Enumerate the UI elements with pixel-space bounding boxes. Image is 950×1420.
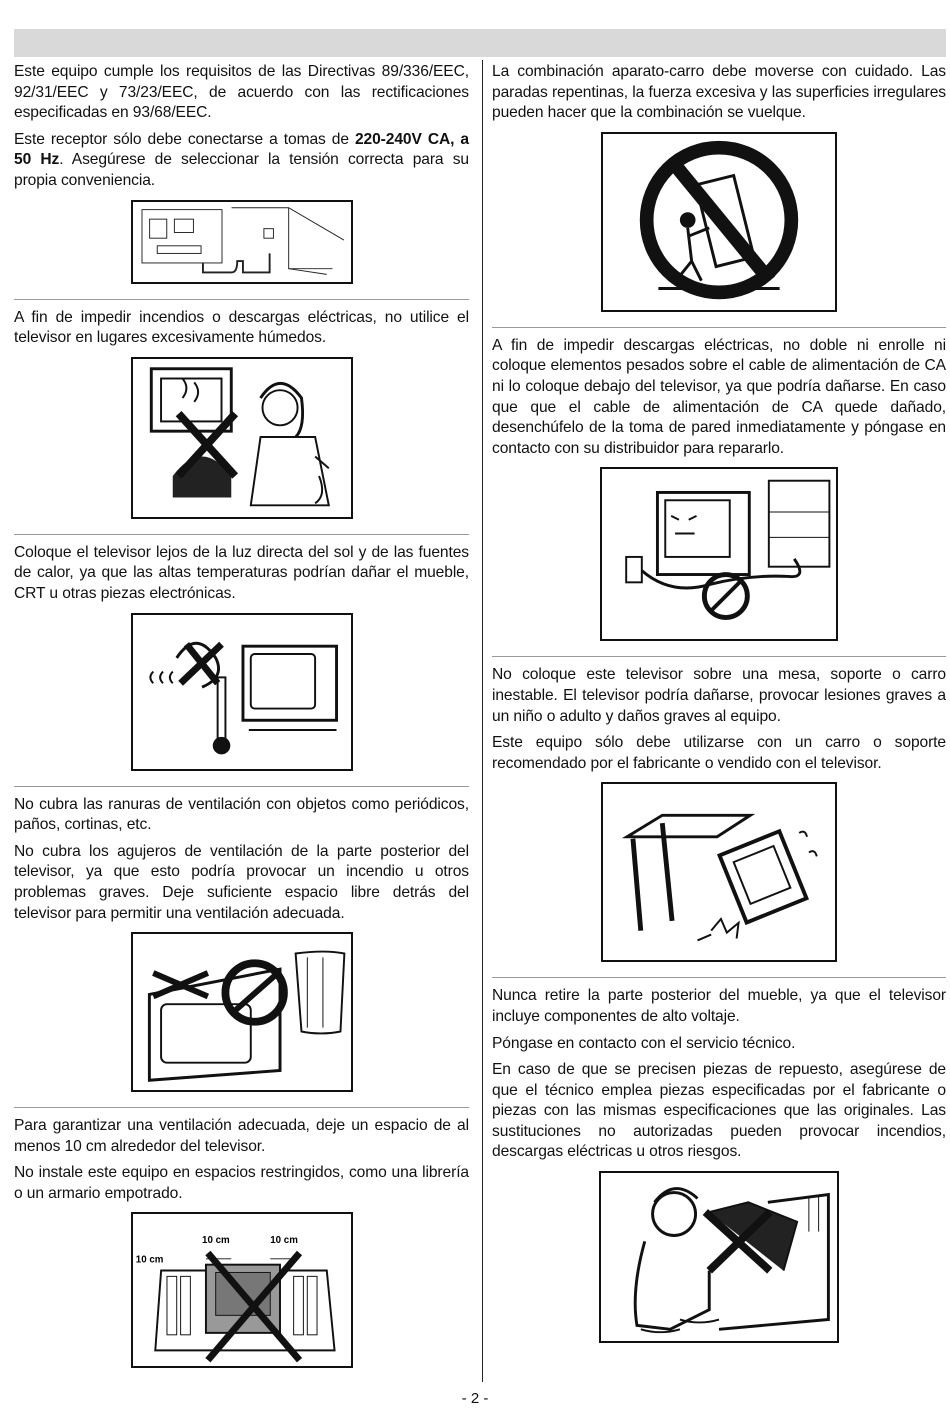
paragraph: No cubra los agujeros de ventilación de … [14,842,469,922]
ventilation-illustration [130,932,353,1093]
paragraph: Este equipo sólo debe utilizarse con un … [492,734,946,772]
unstable-table-drawing [621,814,818,942]
section-directives: Este equipo cumple los requisitos de las… [14,62,469,300]
page-number: - 2 - [461,1390,489,1407]
paragraph: A fin de impedir descargas eléctricas, n… [492,336,946,457]
paragraph: Este receptor sólo debe conectarse a tom… [14,130,469,189]
paragraph: En caso de que se precisen piezas de rep… [492,1061,946,1161]
ventilation-drawing [147,950,345,1082]
section-spacing: Para garantizar una ventilación adecuada… [14,1116,469,1383]
paragraph: Para garantizar una ventilación adecuada… [14,1117,469,1155]
paragraph: No cubra las ranuras de ventilación con … [14,795,469,834]
clearance-label-top-right: 10 cm [270,1236,298,1247]
cart-drawing [639,140,799,300]
back-cover-drawing [633,1187,830,1334]
paragraph: Nunca retire la parte posterior del mueb… [492,987,946,1025]
paragraph: No instale este equipo en espacios restr… [14,1164,469,1202]
spacing-drawing: 10 cm 10 cm 10 cm [135,1236,336,1363]
unstable-table-illustration [601,782,837,963]
left-column: Este equipo cumple los requisitos de las… [14,62,469,1391]
spacing-illustration: 10 cm 10 cm 10 cm [130,1212,353,1369]
clearance-label-left: 10 cm [135,1255,163,1266]
humidity-drawing [149,367,330,507]
cart-tip-illustration [601,131,837,312]
heat-source-illustration [130,612,353,771]
right-column: La combinación aparato-carro debe movers… [492,62,946,1366]
heat-drawing [148,641,338,754]
paragraph: Coloque el televisor lejos de la luz dir… [14,543,469,602]
section-unstable-cart: No coloque este televisor sobre una mesa… [492,665,946,979]
column-divider [482,60,483,1382]
humidity-warning-illustration [130,356,353,519]
section-power-cord: A fin de impedir descargas eléctricas, n… [492,336,946,658]
section-back-cover: Nunca retire la parte posterior del mueb… [492,986,946,1358]
paragraph: La combinación aparato-carro debe movers… [492,63,946,122]
back-cover-illustration [599,1171,839,1344]
paragraph: No coloque este televisor sobre una mesa… [492,666,946,725]
section-cart: La combinación aparato-carro debe movers… [492,62,946,328]
paragraph: Póngase en contacto con el servicio técn… [492,1034,796,1052]
paragraph: A fin de impedir incendios o descargas e… [14,308,469,347]
section-heat: Coloque el televisor lejos de la luz dir… [14,543,469,787]
section-ventilation: No cubra las ranuras de ventilación con … [14,795,469,1109]
power-outlet-illustration [130,199,353,284]
section-humidity: A fin de impedir incendios o descargas e… [14,308,469,535]
power-outlet-drawing [141,206,344,275]
clearance-label-top-left: 10 cm [202,1236,230,1247]
header-bar [14,29,946,57]
paragraph: Este equipo cumple los requisitos de las… [14,63,469,122]
power-cord-drawing [625,480,831,621]
power-cord-illustration [600,467,838,642]
